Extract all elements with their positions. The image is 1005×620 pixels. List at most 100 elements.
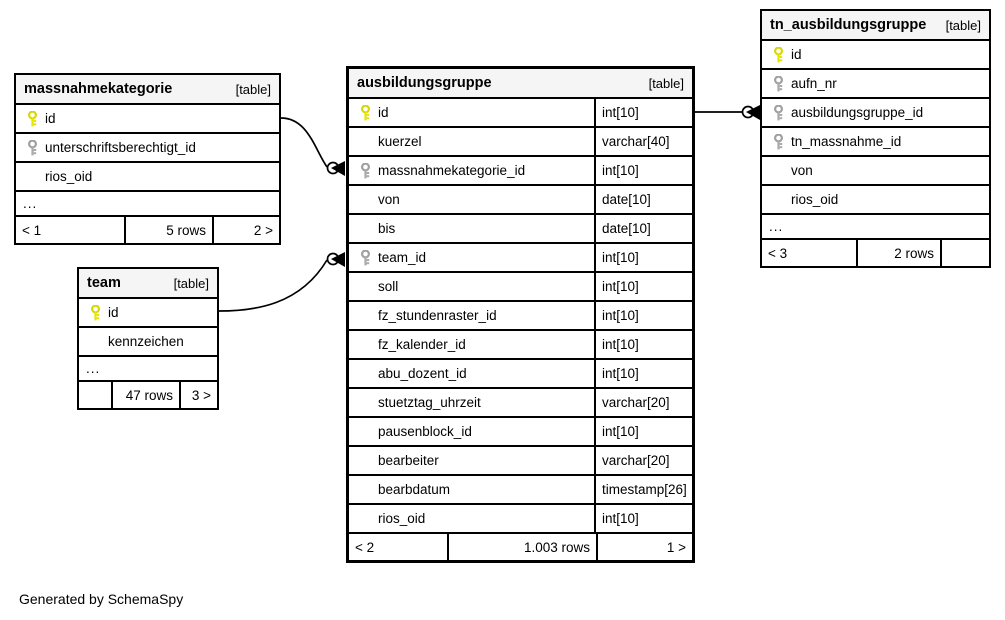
table-row[interactable]: rios_oid <box>762 186 989 215</box>
table-row[interactable]: von <box>762 157 989 186</box>
table-row[interactable]: rios_oid <box>16 163 279 192</box>
row-count: 2 rows <box>856 240 940 266</box>
next-page-link[interactable]: 1 > <box>596 534 692 560</box>
column-type: int[10] <box>594 157 692 184</box>
table-row[interactable]: kuerzel varchar[40] <box>349 128 692 157</box>
key-icon-foreign <box>769 133 787 150</box>
column-label: abu_dozent_id <box>378 366 467 381</box>
column-name-cell: id <box>349 99 594 126</box>
table-row[interactable]: soll int[10] <box>349 273 692 302</box>
column-type: date[10] <box>594 215 692 242</box>
more-columns-indicator: ... <box>762 215 989 240</box>
column-type: varchar[20] <box>594 447 692 474</box>
table-row[interactable]: pausenblock_id int[10] <box>349 418 692 447</box>
more-columns-indicator: ... <box>79 357 217 382</box>
table-row[interactable]: bearbdatum timestamp[26] <box>349 476 692 505</box>
table-header-team: team [table] <box>79 269 217 299</box>
column-label: id <box>108 305 119 320</box>
column-name-cell: rios_oid <box>762 186 989 213</box>
column-name-cell: bis <box>349 215 594 242</box>
column-type: varchar[20] <box>594 389 692 416</box>
column-label: unterschriftsberechtigt_id <box>45 140 196 155</box>
column-name-cell: von <box>762 157 989 184</box>
table-title: team <box>87 275 121 291</box>
column-name-cell: kuerzel <box>349 128 594 155</box>
column-type: int[10] <box>594 505 692 532</box>
column-type: date[10] <box>594 186 692 213</box>
row-count: 47 rows <box>111 382 179 408</box>
table-ausbildungsgruppe[interactable]: ausbildungsgruppe [table] id int[10] kue… <box>346 66 695 563</box>
relationship-ausbildungsgruppe-tn_ausbildungsgruppe <box>695 105 760 120</box>
table-row[interactable]: rios_oid int[10] <box>349 505 692 534</box>
table-row[interactable]: massnahmekategorie_id int[10] <box>349 157 692 186</box>
table-row[interactable]: id <box>16 105 279 134</box>
table-row[interactable]: kennzeichen <box>79 328 217 357</box>
column-label: rios_oid <box>378 511 426 526</box>
column-label: bearbeiter <box>378 453 439 468</box>
table-row[interactable]: fz_stundenraster_id int[10] <box>349 302 692 331</box>
key-icon-foreign <box>356 249 374 266</box>
table-footer: 47 rows 3 > <box>79 382 217 408</box>
table-row[interactable]: tn_massnahme_id <box>762 128 989 157</box>
relationship-team-ausbildungsgruppe <box>218 252 345 312</box>
column-label: fz_kalender_id <box>378 337 466 352</box>
column-name-cell: fz_kalender_id <box>349 331 594 358</box>
table-row[interactable]: id <box>762 41 989 70</box>
key-icon-foreign <box>23 139 41 156</box>
generated-by-caption: Generated by SchemaSpy <box>19 591 184 607</box>
table-row[interactable]: fz_kalender_id int[10] <box>349 331 692 360</box>
table-type-tag: [table] <box>648 75 684 91</box>
column-label: massnahmekategorie_id <box>378 163 526 178</box>
table-row[interactable]: ausbildungsgruppe_id <box>762 99 989 128</box>
table-row[interactable]: abu_dozent_id int[10] <box>349 360 692 389</box>
table-footer: < 1 5 rows 2 > <box>16 217 279 243</box>
key-icon-primary <box>23 110 41 127</box>
column-type: varchar[40] <box>594 128 692 155</box>
column-label: pausenblock_id <box>378 424 472 439</box>
column-type: int[10] <box>594 273 692 300</box>
column-label: id <box>378 105 389 120</box>
table-header-tn_ausbildungsgruppe: tn_ausbildungsgruppe [table] <box>762 11 989 41</box>
column-label: rios_oid <box>791 192 839 207</box>
column-type: timestamp[26] <box>594 476 692 503</box>
prev-page-link[interactable]: < 2 <box>355 539 375 555</box>
column-label: von <box>791 163 813 178</box>
table-massnahmekategorie[interactable]: massnahmekategorie [table] id unterschri… <box>14 73 281 245</box>
table-row[interactable]: bis date[10] <box>349 215 692 244</box>
next-page-link[interactable]: 3 > <box>179 382 217 408</box>
prev-page-link[interactable] <box>79 382 111 408</box>
column-name-cell: bearbeiter <box>349 447 594 474</box>
column-name-cell: ausbildungsgruppe_id <box>762 99 989 126</box>
column-type: int[10] <box>594 331 692 358</box>
table-tn_ausbildungsgruppe[interactable]: tn_ausbildungsgruppe [table] id aufn_nr <box>760 9 991 268</box>
column-label: fz_stundenraster_id <box>378 308 497 323</box>
key-icon-foreign <box>769 104 787 121</box>
column-label: id <box>45 111 56 126</box>
next-page-link[interactable]: 2 > <box>212 217 279 243</box>
column-label: tn_massnahme_id <box>791 134 902 149</box>
table-row[interactable]: id int[10] <box>349 99 692 128</box>
key-icon-primary <box>769 46 787 63</box>
table-row[interactable]: unterschriftsberechtigt_id <box>16 134 279 163</box>
table-title: massnahmekategorie <box>24 81 173 97</box>
table-row[interactable]: bearbeiter varchar[20] <box>349 447 692 476</box>
table-row[interactable]: von date[10] <box>349 186 692 215</box>
column-name-cell: fz_stundenraster_id <box>349 302 594 329</box>
column-name-cell: soll <box>349 273 594 300</box>
column-name-cell: stuetztag_uhrzeit <box>349 389 594 416</box>
table-team[interactable]: team [table] id kennzeichen ... 47 rows … <box>77 267 219 410</box>
column-label: id <box>791 47 802 62</box>
prev-page-link[interactable]: < 3 <box>768 245 788 261</box>
column-label: ausbildungsgruppe_id <box>791 105 924 120</box>
next-page-link[interactable] <box>940 240 989 266</box>
table-row[interactable]: id <box>79 299 217 328</box>
table-type-tag: [table] <box>945 17 981 33</box>
prev-page-link[interactable]: < 1 <box>22 222 42 238</box>
column-name-cell: aufn_nr <box>762 70 989 97</box>
column-name-cell: rios_oid <box>16 163 279 190</box>
table-row[interactable]: team_id int[10] <box>349 244 692 273</box>
table-row[interactable]: aufn_nr <box>762 70 989 99</box>
table-row[interactable]: stuetztag_uhrzeit varchar[20] <box>349 389 692 418</box>
column-type: int[10] <box>594 360 692 387</box>
